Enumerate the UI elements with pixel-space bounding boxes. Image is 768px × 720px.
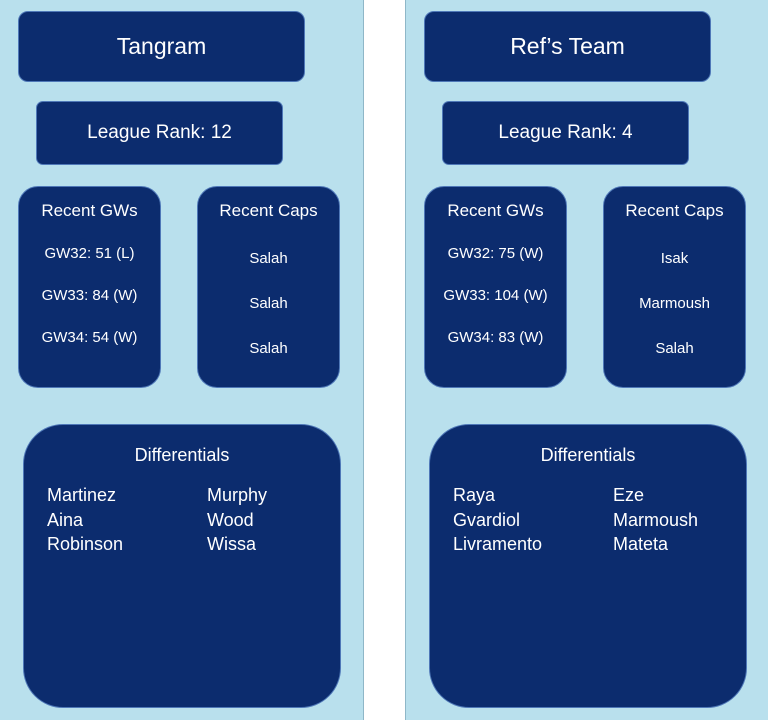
team-panel-refs-team: Ref’s Team League Rank: 4 Recent GWs GW3… bbox=[405, 0, 768, 720]
differentials-card: Differentials Raya Gvardiol Livramento E… bbox=[429, 424, 747, 708]
differential-player: Raya bbox=[453, 485, 496, 505]
differentials-title: Differentials bbox=[134, 445, 230, 465]
differentials-column: Murphy Wood Wissa bbox=[207, 483, 267, 557]
differential-player: Wood bbox=[207, 509, 254, 530]
team-name-title: Ref’s Team bbox=[424, 11, 711, 82]
recent-cap-item: Salah bbox=[655, 340, 694, 357]
recent-gw-item: GW34: 54 (W) bbox=[41, 329, 138, 346]
recent-gw-item: GW32: 51 (L) bbox=[44, 245, 135, 262]
recent-gws-card: Recent GWs GW32: 75 (W) GW33: 104 (W) GW… bbox=[424, 186, 567, 388]
differential-player: Marmoush bbox=[613, 509, 699, 530]
league-rank-badge: League Rank: 12 bbox=[36, 101, 283, 165]
differential-player: Livramento bbox=[453, 534, 543, 554]
recent-cap-item: Salah bbox=[249, 340, 288, 357]
league-rank-badge: League Rank: 4 bbox=[442, 101, 689, 165]
recent-cap-item: Marmoush bbox=[639, 295, 710, 312]
recent-gw-item: GW32: 75 (W) bbox=[447, 245, 544, 262]
differentials-card: Differentials Martinez Aina Robinson Mur… bbox=[23, 424, 341, 708]
recent-cap-item: Salah bbox=[249, 250, 288, 267]
differential-player: Gvardiol bbox=[453, 509, 521, 530]
recent-caps-card: Recent Caps Salah Salah Salah bbox=[197, 186, 340, 388]
recent-gws-title: Recent GWs bbox=[447, 201, 544, 220]
team-name-title: Tangram bbox=[18, 11, 305, 82]
recent-gw-item: GW33: 104 (W) bbox=[443, 287, 548, 304]
differential-player: Martinez bbox=[47, 485, 117, 505]
recent-caps-title: Recent Caps bbox=[625, 201, 724, 220]
recent-cap-item: Salah bbox=[249, 295, 288, 312]
differentials-column: Raya Gvardiol Livramento bbox=[453, 483, 542, 557]
differential-player: Murphy bbox=[207, 485, 268, 505]
team-panel-tangram: Tangram League Rank: 12 Recent GWs GW32:… bbox=[0, 0, 364, 720]
differentials-column: Martinez Aina Robinson bbox=[47, 483, 123, 557]
recent-caps-card: Recent Caps Isak Marmoush Salah bbox=[603, 186, 746, 388]
differential-player: Mateta bbox=[613, 534, 669, 554]
differential-player: Aina bbox=[47, 509, 84, 530]
recent-caps-title: Recent Caps bbox=[219, 201, 318, 220]
differentials-title: Differentials bbox=[540, 445, 636, 465]
recent-gws-card: Recent GWs GW32: 51 (L) GW33: 84 (W) GW3… bbox=[18, 186, 161, 388]
differentials-column: Eze Marmoush Mateta bbox=[613, 483, 698, 557]
recent-gw-item: GW34: 83 (W) bbox=[447, 329, 544, 346]
differential-player: Eze bbox=[613, 485, 645, 505]
recent-gws-title: Recent GWs bbox=[41, 201, 138, 220]
differential-player: Robinson bbox=[47, 534, 124, 554]
differential-player: Wissa bbox=[207, 534, 256, 554]
recent-gw-item: GW33: 84 (W) bbox=[41, 287, 138, 304]
recent-cap-item: Isak bbox=[660, 250, 689, 267]
